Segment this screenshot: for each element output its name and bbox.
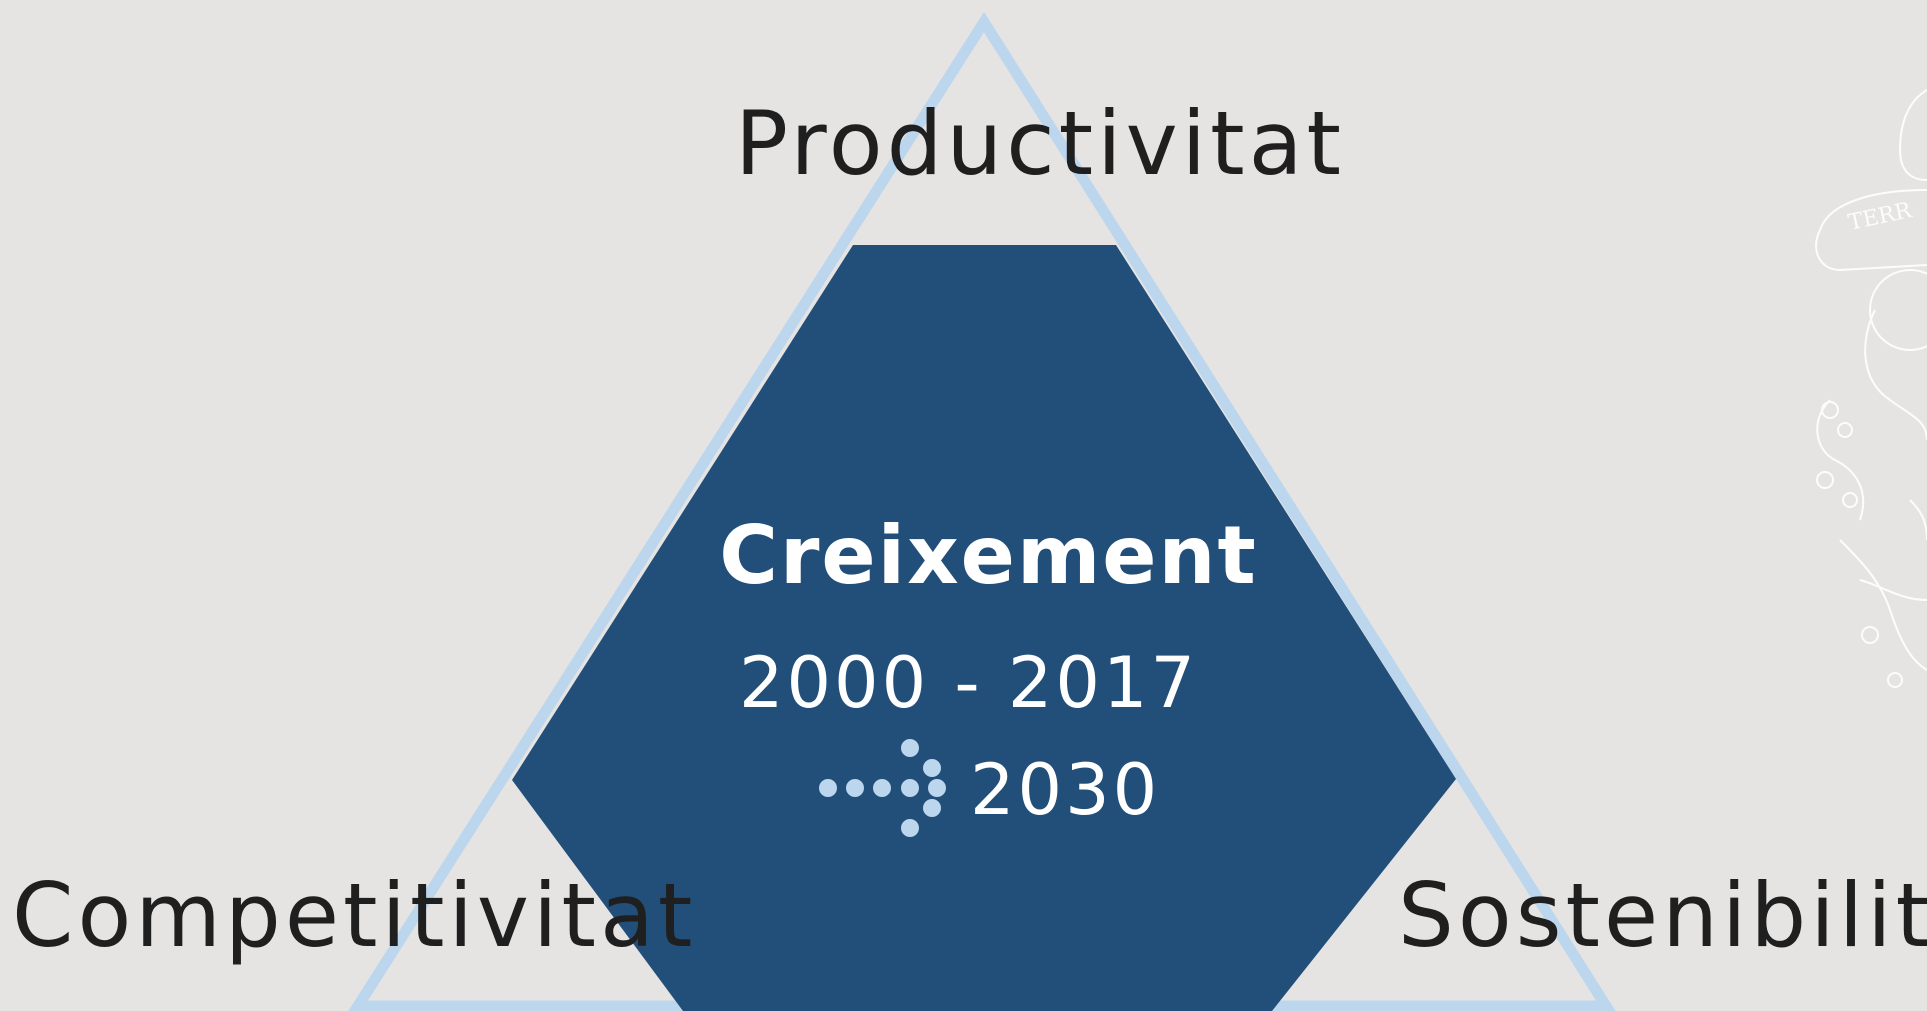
center-period: 2000 - 2017	[738, 642, 1199, 724]
target-year: 2030	[970, 749, 1161, 831]
center-title: Creixement	[719, 509, 1258, 602]
vertex-label-competitivitat: Competitivitat	[12, 864, 697, 967]
seal-watermark-icon: TERR	[1815, 89, 1927, 688]
vertex-label-sostenibilitat: Sostenibilitat	[1398, 864, 1927, 967]
vertex-label-productivitat: Productivitat	[735, 92, 1346, 195]
dotted-arrow-icon	[819, 739, 946, 837]
target-row: 2030	[810, 738, 1160, 842]
watermark-text: TERR	[1846, 198, 1915, 236]
center-hexagon	[512, 245, 1456, 1011]
